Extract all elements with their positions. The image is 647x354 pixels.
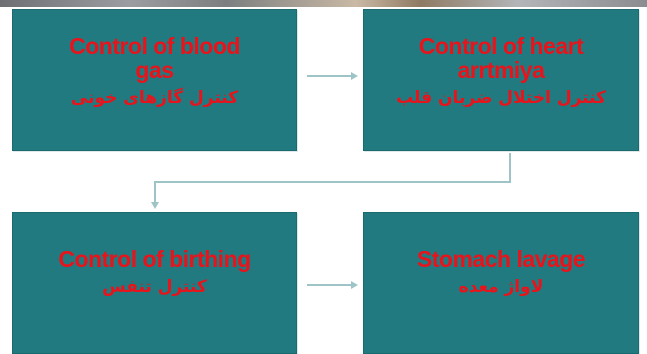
photo-strip [0,0,647,7]
box-arabic-label: کنترل تنفس [102,277,207,297]
box-arabic-label: کنترل گازهای خونی [70,88,239,108]
box-stomach-lavage: Stomach lavage لاواژ معده [363,212,639,354]
box-title-line1: Control of blood [69,33,240,59]
box-title-line2: gas [135,57,174,83]
box-control-blood-gas: Control of blood gas کنترل گازهای خونی [12,9,297,151]
box-control-heart-arrhythmia: Control of heart arrtmiya کنترل اختلال ض… [363,9,639,151]
arrowhead-bottom [351,281,358,289]
box-control-birthing: Control of birthing کنترل تنفس [12,212,297,354]
box-arabic-label: لاواژ معده [458,277,544,297]
box-title-line1: Control of heart [418,33,584,59]
box-title-line1: Stomach lavage [416,246,586,272]
box-title-line1: Control of birthing [58,246,251,272]
box-arabic-label: کنترل اختلال ضربان قلب [396,88,606,108]
arrowhead-top [351,72,358,80]
arrow-elbow-down [154,153,511,205]
arrowhead-down [151,202,159,209]
box-title-line2: arrtmiya [457,57,545,83]
